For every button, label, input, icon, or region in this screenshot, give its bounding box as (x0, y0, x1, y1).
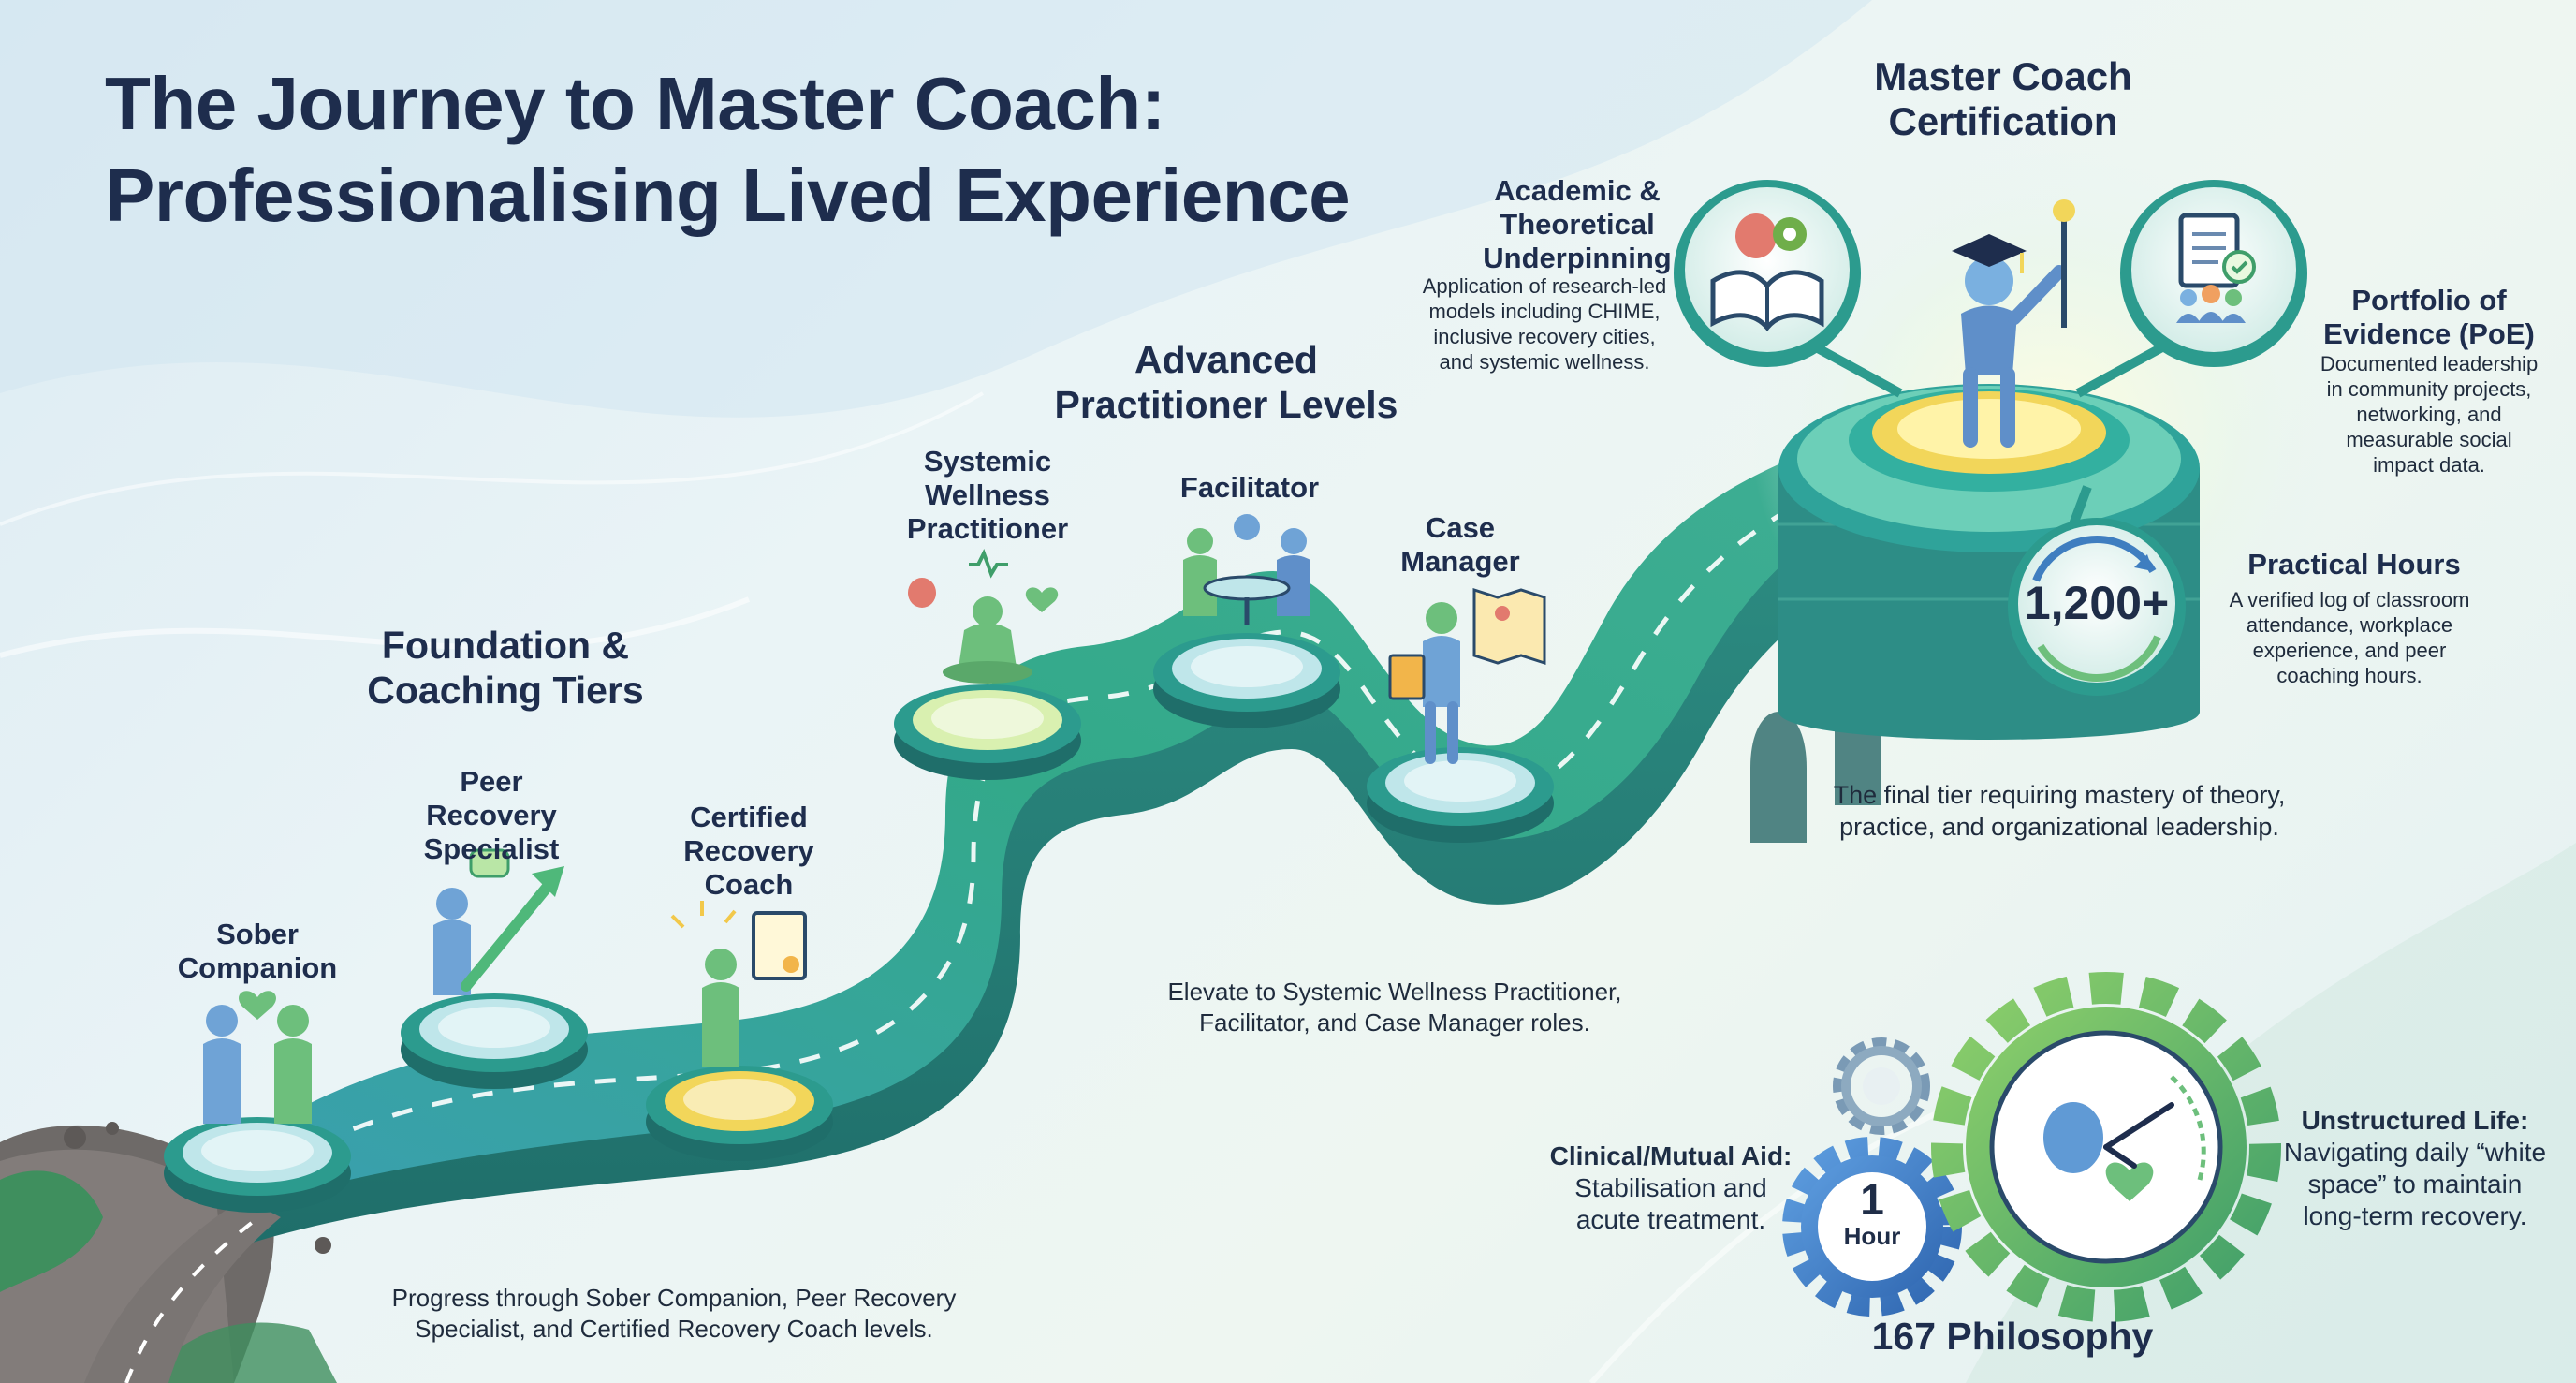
academic-heading-line: Academic & (1494, 174, 1661, 207)
platform-sober-companion (164, 991, 351, 1213)
master-heading-line-1: Master Coach (1874, 54, 2132, 98)
portfolio-description: Documented leadership in community proje… (2284, 351, 2574, 478)
stage-peer-recovery-specialist: Peer Recovery Specialist (374, 765, 608, 866)
stage-label-line: Certified (690, 801, 808, 833)
stage-sober-companion: Sober Companion (150, 918, 365, 985)
practical-desc-line: attendance, workplace (2246, 613, 2453, 637)
unstructured-line: space” to maintain (2307, 1170, 2523, 1199)
stage-label-line: Companion (177, 951, 338, 984)
stage-label-line: Practitioner (906, 512, 1069, 545)
advanced-heading-line-1: Advanced (1134, 338, 1318, 381)
portfolio-heading-line: Evidence (PoE) (2323, 317, 2535, 350)
clinical-heading: Clinical/Mutual Aid: (1549, 1141, 1793, 1170)
academic-desc-line: and systemic wellness. (1439, 350, 1650, 374)
map-clipboard-icon (1388, 587, 1546, 764)
stage-case-manager: Case Manager (1357, 511, 1563, 579)
growth-arrow-icon (433, 848, 564, 995)
academic-heading-line: Theoretical (1500, 208, 1655, 241)
stage-label-line: Specialist (423, 832, 560, 865)
clinical-line: Stabilisation and (1574, 1173, 1767, 1202)
stage-label-line: Wellness (925, 478, 1050, 511)
gear-hour-unit: Hour (1843, 1222, 1901, 1250)
practical-desc-line: A verified log of classroom (2229, 588, 2470, 611)
gear-hour-number: 1 (1860, 1175, 1884, 1224)
master-caption-line-1: The final tier requiring mastery of theo… (1833, 781, 2286, 809)
unstructured-heading: Unstructured Life: (2301, 1106, 2529, 1135)
group-table-icon (1183, 514, 1310, 625)
portfolio-desc-line: Documented leadership (2320, 352, 2539, 375)
philosophy-title: 167 Philosophy (1871, 1315, 2154, 1358)
page-title: The Journey to Master Coach: Professiona… (105, 58, 1415, 242)
stage-label-line: Recovery (683, 834, 814, 867)
stage-label-line: Facilitator (1179, 471, 1320, 504)
foundation-caption-line-1: Progress through Sober Companion, Peer R… (391, 1284, 957, 1312)
platform-case-manager (1367, 587, 1554, 843)
meditation-icon (908, 548, 1059, 684)
portfolio-heading-line: Portfolio of (2351, 284, 2507, 316)
small-gear-icon (1833, 1037, 1930, 1135)
practical-hours-badge: 1,200+ (2024, 577, 2170, 629)
certificate-icon (670, 901, 807, 1067)
unstructured-line: long-term recovery. (2303, 1201, 2527, 1230)
foundation-caption-line-2: Specialist, and Certified Recovery Coach… (415, 1315, 933, 1343)
academic-desc-line: inclusive recovery cities, (1433, 325, 1656, 348)
title-line-2: Professionalising Lived Experience (105, 154, 1351, 237)
platform-peer-recovery (401, 848, 588, 1089)
advanced-heading-line-2: Practitioner Levels (1054, 383, 1398, 426)
academic-description: Application of research-led models inclu… (1367, 273, 1722, 375)
advanced-heading: Advanced Practitioner Levels (983, 337, 1470, 427)
clock-cycle-icon (2008, 518, 2186, 696)
document-people-icon (2120, 180, 2307, 367)
foundation-heading: Foundation & Coaching Tiers (309, 623, 702, 713)
advanced-caption: Elevate to Systemic Wellness Practitione… (1076, 977, 1713, 1038)
stage-systemic-wellness-practitioner: Systemic Wellness Practitioner (871, 445, 1105, 546)
practical-heading: Practical Hours (2247, 548, 2461, 581)
foundation-heading-line-2: Coaching Tiers (367, 669, 644, 712)
portfolio-desc-line: measurable social (2346, 428, 2512, 451)
large-gear-clock-icon (1931, 972, 2281, 1322)
platform-certified-coach (646, 901, 833, 1161)
stage-label-line: Case (1425, 511, 1496, 544)
stage-certified-recovery-coach: Certified Recovery Coach (637, 801, 861, 902)
unstructured-line: Navigating daily “white (2283, 1138, 2547, 1167)
clinical-block: Clinical/Mutual Aid: Stabilisation and a… (1535, 1140, 1807, 1236)
graduation-cap-icon (1952, 199, 2075, 448)
academic-desc-line: Application of research-led (1422, 274, 1667, 298)
stage-label-line: Manager (1400, 545, 1520, 578)
title-line-1: The Journey to Master Coach: (105, 62, 1165, 145)
stage-label-line: Sober (216, 918, 299, 950)
stage-label-line: Systemic (923, 445, 1052, 478)
portfolio-desc-line: impact data. (2373, 453, 2485, 477)
portfolio-desc-line: in community projects, (2326, 377, 2532, 401)
master-caption: The final tier requiring mastery of theo… (1750, 779, 2368, 843)
academic-heading-line: Underpinning (1483, 242, 1672, 274)
foundation-caption: Progress through Sober Companion, Peer R… (309, 1283, 1039, 1345)
master-heading: Master Coach Certification (1778, 54, 2228, 144)
practical-desc-line: coaching hours. (2276, 664, 2422, 687)
clinical-line: acute treatment. (1575, 1205, 1766, 1234)
stage-label-line: Coach (704, 868, 794, 901)
academic-desc-line: models including CHIME, (1428, 300, 1661, 323)
stage-label-line: Recovery (426, 799, 557, 831)
academic-heading: Academic & Theoretical Underpinning (1442, 174, 1713, 275)
book-brain-icon (1674, 180, 1861, 367)
foundation-heading-line-1: Foundation & (381, 624, 630, 667)
practical-desc-line: experience, and peer (2252, 639, 2447, 662)
stage-label-line: Peer (460, 765, 523, 798)
practical-description: A verified log of classroom attendance, … (2209, 587, 2490, 688)
handshake-icon (203, 991, 312, 1124)
portfolio-heading: Portfolio of Evidence (PoE) (2293, 284, 2565, 351)
unstructured-block: Unstructured Life: Navigating daily “whi… (2265, 1105, 2565, 1232)
platform-facilitator (1153, 514, 1340, 728)
master-heading-line-2: Certification (1888, 99, 2118, 143)
advanced-caption-line-1: Elevate to Systemic Wellness Practitione… (1167, 978, 1622, 1006)
portfolio-desc-line: networking, and (2356, 403, 2502, 426)
master-caption-line-2: practice, and organizational leadership. (1839, 813, 2279, 841)
advanced-caption-line-2: Facilitator, and Case Manager roles. (1199, 1008, 1590, 1037)
stage-facilitator: Facilitator (1123, 471, 1376, 505)
platform-systemic-wellness (894, 548, 1081, 780)
